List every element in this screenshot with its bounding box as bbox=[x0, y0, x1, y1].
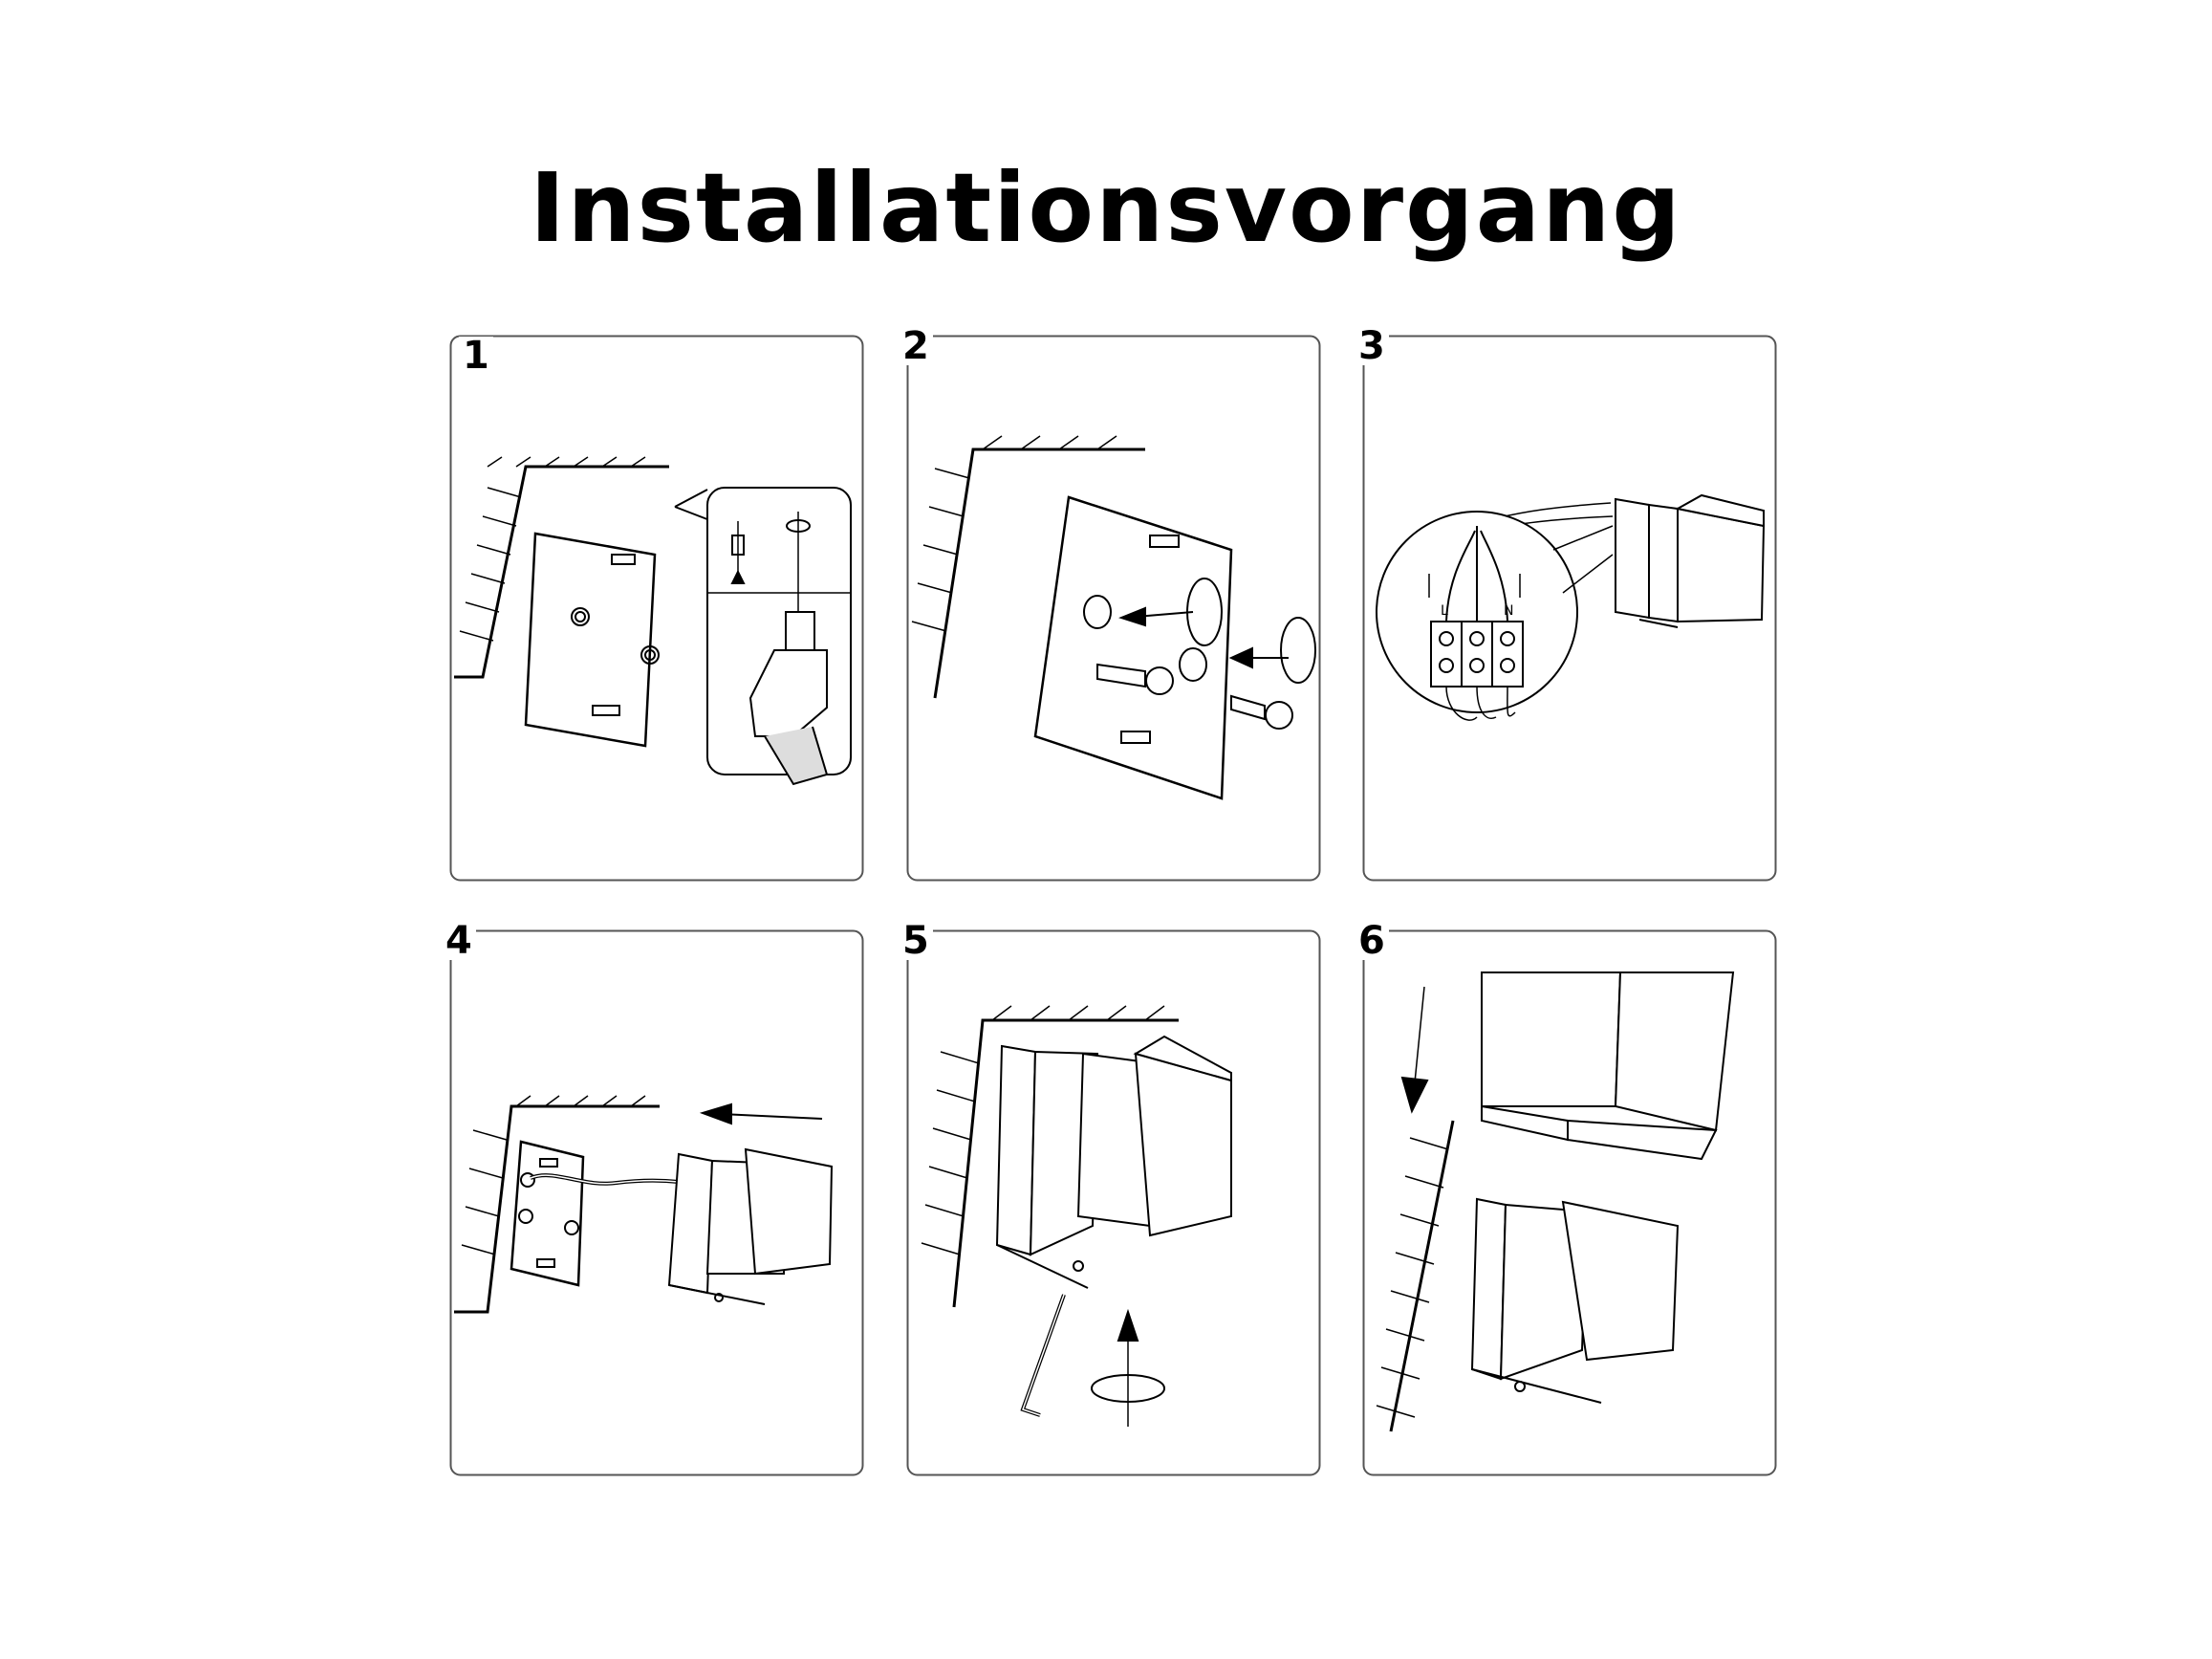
step-panel-3: 3 L N bbox=[1355, 327, 1777, 882]
step-number: 2 bbox=[899, 327, 933, 365]
attach-fixture-illustration bbox=[454, 1095, 834, 1314]
terminal-label-live: L bbox=[1441, 603, 1448, 619]
terminal-label-neutral: N bbox=[1504, 603, 1513, 619]
step-panel-6: 6 bbox=[1355, 922, 1777, 1476]
panel-frame bbox=[449, 335, 864, 882]
tighten-screw-illustration bbox=[921, 1005, 1232, 1427]
panel-frame bbox=[449, 929, 864, 1476]
step-number: 3 bbox=[1355, 327, 1389, 365]
screw-anchor-illustration bbox=[911, 435, 1316, 800]
panel-frame bbox=[906, 929, 1321, 1476]
step-number: 5 bbox=[899, 922, 933, 960]
step-panel-5: 5 bbox=[899, 922, 1321, 1476]
step-panel-2: 2 bbox=[899, 327, 1321, 882]
step-number: 1 bbox=[459, 337, 493, 375]
step-panel-1: 1 bbox=[449, 335, 864, 882]
panel-frame bbox=[906, 335, 1321, 882]
panel-frame bbox=[1362, 929, 1777, 1476]
step-panel-4: 4 bbox=[442, 922, 864, 1476]
panel-frame bbox=[1362, 335, 1777, 882]
slide-cover-illustration bbox=[1376, 971, 1735, 1432]
drill-mounting-plate-illustration bbox=[454, 456, 852, 786]
page-title: Installationsvorgang bbox=[530, 152, 1682, 264]
step-number: 6 bbox=[1355, 922, 1389, 960]
step-number: 4 bbox=[442, 922, 476, 960]
wiring-terminal-illustration: L N bbox=[1376, 493, 1766, 721]
